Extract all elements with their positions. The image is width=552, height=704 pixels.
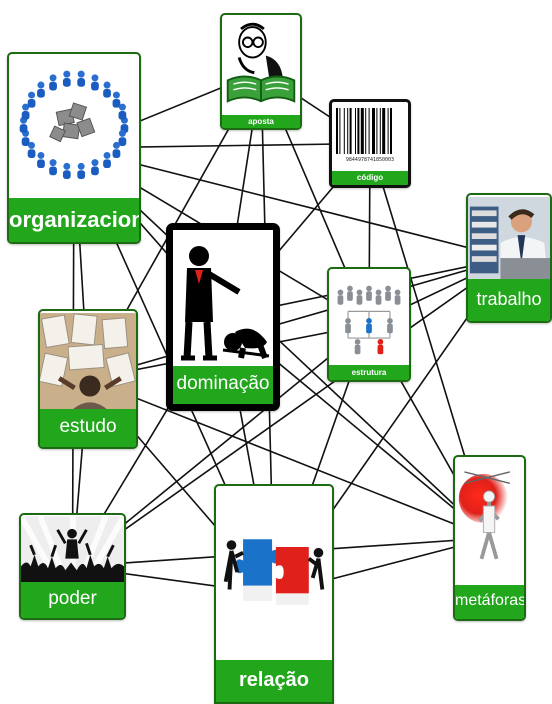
node-label: organizacional bbox=[9, 198, 139, 242]
node-label: poder bbox=[21, 582, 124, 618]
node-label: estudo bbox=[40, 409, 136, 447]
node-label: código bbox=[332, 171, 408, 185]
people-puzzle-circle-icon bbox=[9, 54, 139, 202]
node-aposta[interactable]: aposta bbox=[220, 13, 302, 130]
node-organizacional[interactable]: organizacional bbox=[7, 52, 141, 244]
barcode-icon bbox=[332, 102, 408, 176]
node-trabalho[interactable]: trabalho bbox=[466, 193, 552, 323]
boss-pointing-at-bowing-man-icon bbox=[173, 230, 273, 366]
two-people-puzzle-pieces-icon bbox=[216, 486, 332, 664]
node-label: trabalho bbox=[468, 279, 550, 321]
edge-organizacional-trabalho bbox=[73, 147, 510, 259]
man-reading-book-icon bbox=[222, 15, 300, 119]
node-estudo[interactable]: estudo bbox=[38, 309, 138, 449]
node-estrutura[interactable]: estrutura bbox=[327, 267, 411, 382]
node-label: estrutura bbox=[329, 365, 409, 380]
crowd-cheering-speaker-icon bbox=[21, 515, 124, 586]
node-dominacao[interactable]: dominação bbox=[166, 223, 280, 411]
scissors-figure-red-circle-icon bbox=[455, 457, 524, 589]
stressed-office-worker-icon bbox=[468, 195, 550, 283]
node-metaforas[interactable]: metáforas bbox=[453, 455, 526, 621]
hierarchy-figures-icon bbox=[329, 269, 409, 369]
edge-trabalho-poder bbox=[72, 257, 510, 568]
node-label: dominação bbox=[173, 366, 273, 404]
node-relacao[interactable]: relação bbox=[214, 484, 334, 704]
student-with-papers-icon bbox=[40, 311, 136, 413]
node-label: aposta bbox=[222, 115, 300, 128]
edge-estudo-metaforas bbox=[87, 378, 490, 539]
node-codigo[interactable]: 9844978741850003 código bbox=[329, 99, 411, 188]
barcode-number: 9844978741850003 bbox=[345, 157, 395, 163]
edge-organizacional-metaforas bbox=[73, 147, 491, 539]
node-label: metáforas bbox=[455, 585, 524, 619]
edge-trabalho-estudo bbox=[87, 257, 510, 380]
node-label: relação bbox=[216, 660, 332, 702]
node-poder[interactable]: poder bbox=[19, 513, 126, 620]
